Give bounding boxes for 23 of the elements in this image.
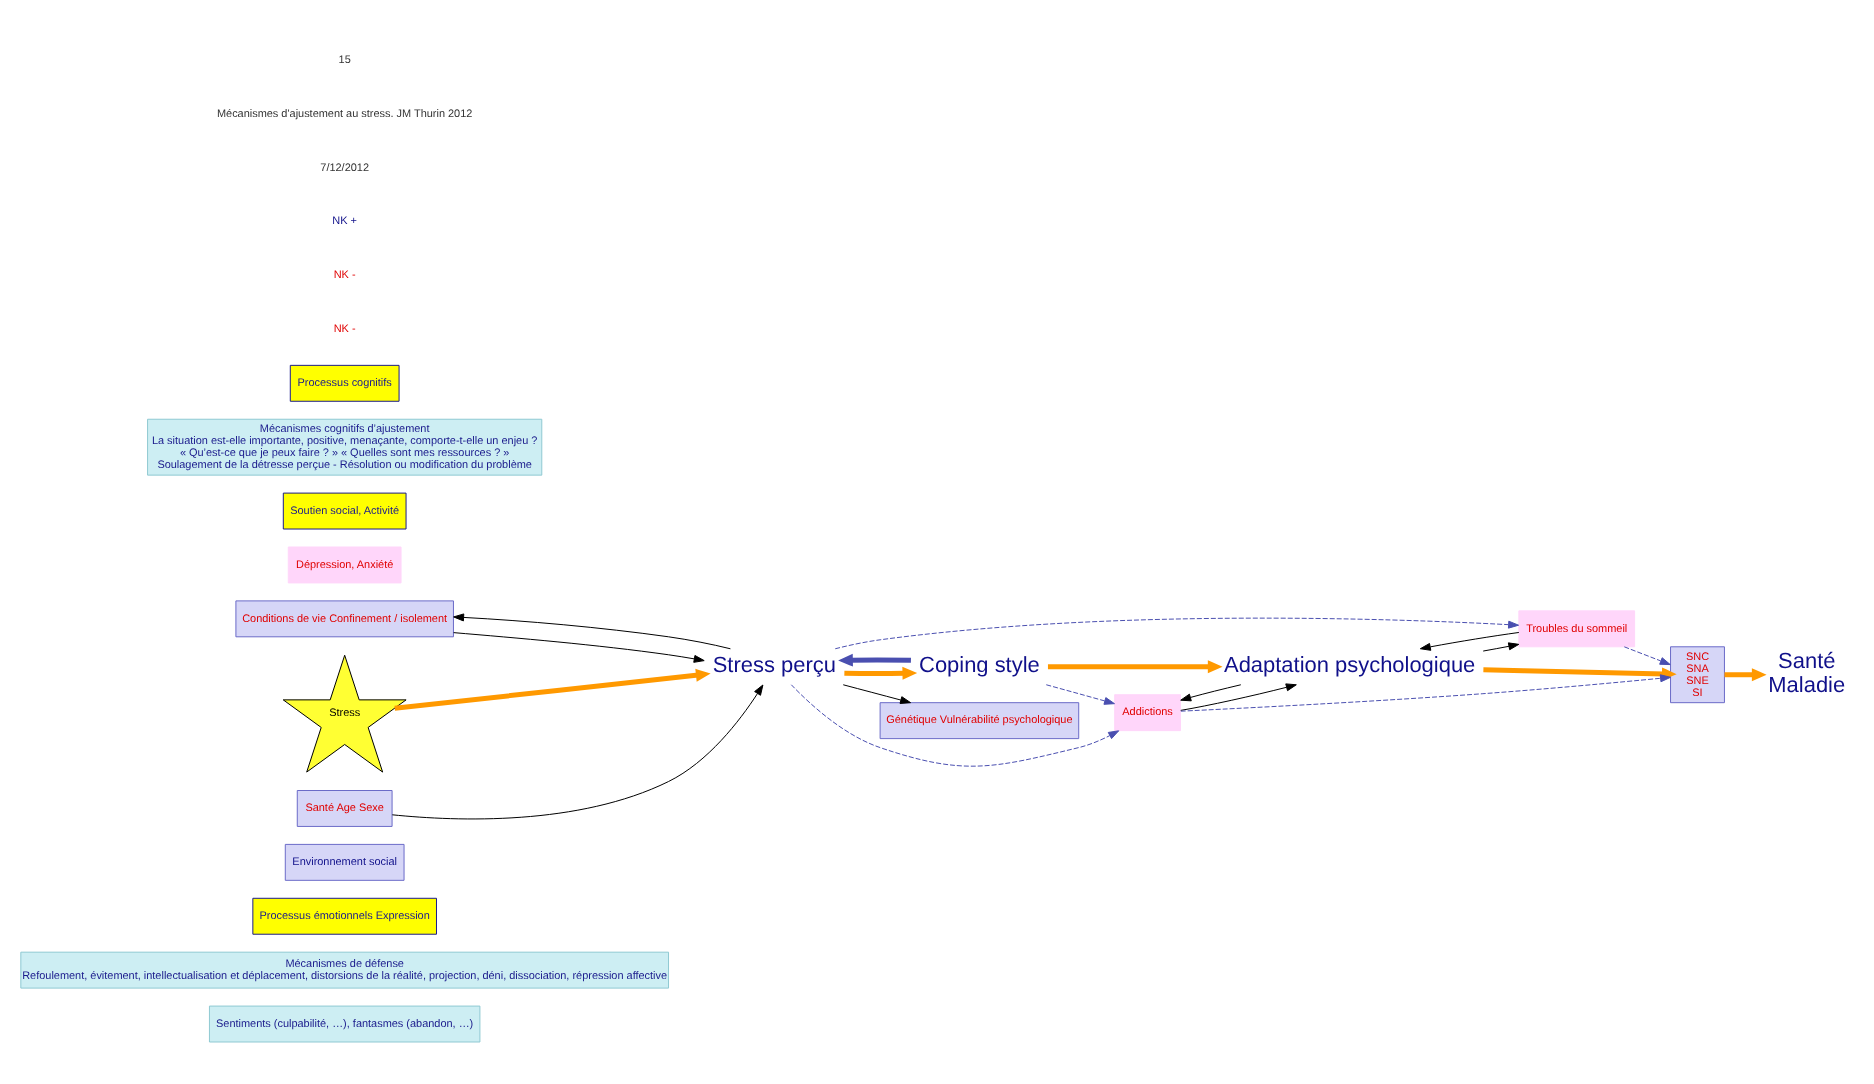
node-text: Coping style <box>919 654 1040 679</box>
arrow <box>842 684 912 704</box>
arrow <box>1045 684 1115 705</box>
arrow <box>453 632 705 663</box>
arrow <box>1623 646 1671 666</box>
node-text: Adaptation psychologique <box>1224 654 1476 679</box>
node-text: Santé Maladie <box>1768 650 1846 699</box>
arrow <box>844 666 918 680</box>
arrow <box>1482 642 1520 652</box>
arrow <box>1724 668 1767 682</box>
arrow <box>1180 674 1672 712</box>
arrow <box>391 684 764 820</box>
arrow <box>1047 660 1223 674</box>
arrow <box>838 653 911 667</box>
arrow <box>1180 684 1242 702</box>
node-text: Stress perçu <box>712 654 836 679</box>
arrow <box>453 613 731 650</box>
arrow <box>834 617 1520 650</box>
arrow <box>790 684 1120 767</box>
arrow <box>1180 683 1297 711</box>
arrow <box>1483 667 1677 681</box>
arrow <box>1419 631 1520 651</box>
arrow <box>394 668 711 711</box>
